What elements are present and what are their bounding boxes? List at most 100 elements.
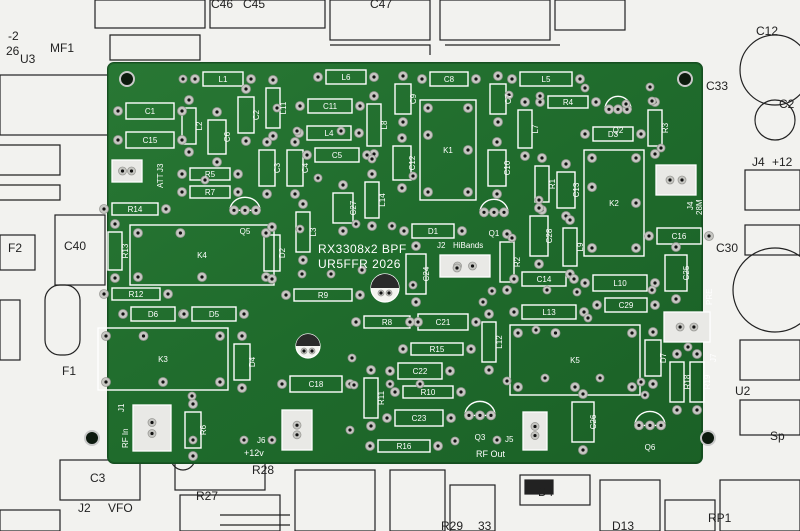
component-ref-label: R10 [421, 388, 436, 397]
component-ref-label: R14 [128, 205, 143, 214]
sheet-label: U2 [735, 384, 751, 398]
component-outline [295, 211, 311, 253]
sheet-label: VFO [108, 501, 133, 515]
sheet-label: MF1 [50, 41, 74, 55]
component-outline [332, 192, 354, 224]
j1-label: RF In [121, 428, 130, 448]
component-ref-label: C9 [409, 93, 418, 104]
component-ref-label: Q3 [475, 433, 486, 442]
component-ref-label: R8 [382, 318, 393, 327]
component-outline [189, 185, 231, 199]
component-outline [289, 375, 343, 393]
component-ref-label: Q2 [613, 126, 624, 135]
component-ref-label: C16 [672, 232, 687, 241]
component-ref-label: C23 [412, 414, 427, 423]
component-outline [517, 109, 533, 149]
connector-housing [281, 409, 313, 451]
sheet-label: D4 [538, 485, 554, 499]
sheet-label: C12 [756, 24, 778, 38]
sheet-label: F2 [8, 241, 22, 255]
component-ref-label: R3 [661, 122, 670, 133]
component-outline [125, 131, 175, 149]
component-outline [181, 107, 197, 145]
component-outline [130, 306, 176, 322]
connector-housing [663, 311, 711, 343]
j2-ref: J2 [437, 241, 446, 250]
component-outline [592, 126, 634, 142]
component-outline [689, 361, 705, 403]
component-outline [402, 385, 454, 399]
connector-housing [111, 159, 143, 183]
component-outline [556, 171, 576, 209]
sheet-label: C3 [90, 471, 106, 485]
component-ref-label: C3 [273, 162, 282, 173]
component-ref-label: C4 [301, 162, 310, 173]
component-ref-label: D4 [248, 356, 257, 367]
component-ref-label: C8 [444, 75, 455, 84]
component-ref-label: L2 [195, 121, 204, 130]
j7-ref: J7 [709, 353, 718, 362]
component-ref-label: C22 [413, 367, 428, 376]
component-outline [429, 71, 469, 87]
component-ref-label: R18 [683, 374, 692, 389]
component-outline [233, 343, 251, 381]
relay-outline [419, 99, 477, 201]
component-outline [647, 109, 663, 147]
component-outline [125, 102, 175, 120]
component-ref-label: R5 [205, 170, 216, 179]
component-ref-label: R7 [205, 188, 216, 197]
component-ref-label: R16 [397, 442, 412, 451]
component-outline [184, 411, 202, 449]
component-ref-label: L14 [378, 193, 387, 207]
component-outline [377, 439, 431, 453]
component-outline [644, 339, 662, 377]
sheet-label: RP1 [708, 511, 732, 525]
component-outline [363, 377, 379, 419]
component-outline [366, 103, 382, 147]
component-ref-label: C2 [252, 109, 261, 120]
component-ref-label: Q1 [489, 229, 500, 238]
j4-label: 28M [695, 199, 704, 215]
component-ref-label: C13 [572, 182, 581, 197]
sheet-label: D13 [612, 519, 634, 531]
component-outline [364, 181, 380, 219]
component-ref-label: L11 [279, 101, 288, 114]
component-ref-label: C7 [504, 93, 513, 104]
component-ref-label: C18 [309, 380, 324, 389]
component-outline [521, 304, 577, 320]
relay-outline [583, 149, 645, 257]
component-ref-label: R9 [318, 291, 329, 300]
component-ref-label: C10 [503, 160, 512, 175]
component-outline [547, 95, 589, 109]
sheet-label: C45 [243, 0, 265, 11]
component-ref-label: R11 [377, 390, 386, 405]
component-ref-label: L8 [380, 120, 389, 129]
component-ref-label: C14 [537, 275, 552, 284]
component-outline [664, 254, 688, 292]
component-ref-label: C15 [143, 136, 158, 145]
component-ref-label: L12 [495, 335, 504, 349]
component-ref-label: C6 [223, 131, 232, 142]
j6-label: +12v [244, 448, 264, 458]
component-outline [293, 288, 353, 302]
sheet-label: R29 [441, 519, 463, 531]
sheet-label: C40 [64, 239, 86, 253]
component-ref-label: D7 [659, 352, 668, 363]
component-outline [394, 409, 444, 427]
sheet-label: R27 [196, 489, 218, 503]
component-ref-label: R2 [513, 256, 522, 267]
component-outline [604, 297, 648, 313]
component-ref-label: L4 [325, 129, 334, 138]
component-outline [411, 223, 455, 239]
component-outline [489, 83, 507, 115]
connector-housing [132, 404, 172, 452]
component-outline [499, 241, 515, 283]
component-ref-label: D6 [148, 310, 159, 319]
component-ref-label: C21 [436, 318, 451, 327]
component-ref-label: L7 [531, 124, 540, 133]
component-ref-label: C28 [545, 228, 554, 243]
component-outline [111, 202, 159, 216]
component-outline [592, 274, 648, 292]
